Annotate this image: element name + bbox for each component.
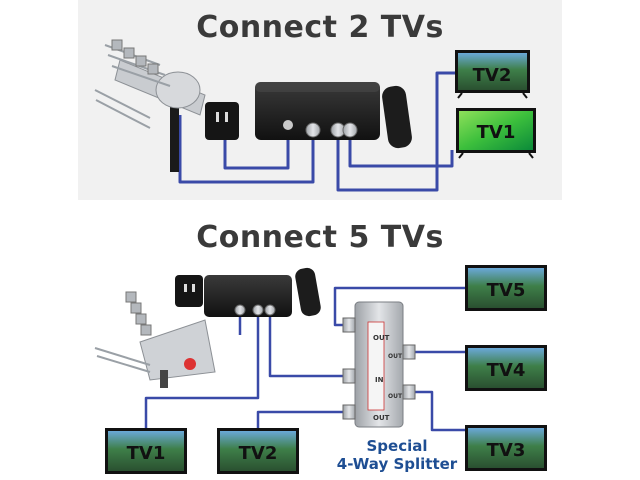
port-label-out: OUT	[373, 414, 390, 422]
outdoor-antenna	[94, 39, 206, 172]
splitter-caption: Special 4-Way Splitter	[332, 437, 462, 473]
tv2-top: TV2	[455, 50, 530, 99]
tv3: TV3	[465, 425, 547, 471]
port-label-in: IN	[375, 376, 384, 384]
power-adapter-bottom	[175, 275, 203, 307]
splitter-caption-line1: Special	[366, 437, 428, 455]
tv4: TV4	[465, 345, 547, 391]
cable-splitter-to-tv2	[256, 410, 345, 428]
port-label-out: OUT	[388, 353, 403, 360]
tv5: TV5	[465, 265, 547, 311]
tv-label: TV5	[487, 280, 526, 301]
cable-power-to-box	[223, 122, 290, 170]
tv-label: TV1	[127, 443, 166, 464]
tv-label: TV2	[473, 65, 512, 86]
cable-box-to-splitter	[268, 310, 345, 378]
power-adapter	[205, 102, 239, 140]
tv1-top: TV1	[456, 108, 536, 159]
port-label-out: OUT	[388, 393, 403, 400]
cable-box-to-tv2	[336, 71, 455, 192]
bottom-cables	[144, 286, 465, 432]
tv-label: TV4	[487, 360, 526, 381]
cable-splitter-to-tv5	[333, 286, 465, 327]
cable-box-to-tv1	[144, 310, 260, 428]
tv2-bottom: TV2	[217, 428, 299, 474]
tv-label: TV1	[477, 122, 516, 143]
tv-label: TV2	[239, 443, 278, 464]
splitter-caption-line2: 4-Way Splitter	[336, 455, 458, 473]
top-cables	[178, 71, 455, 192]
remote-control	[382, 85, 412, 149]
tv-label: TV3	[487, 440, 526, 461]
port-label-out: OUT	[373, 334, 390, 342]
tv1-bottom: TV1	[105, 428, 187, 474]
remote-control-bottom	[295, 267, 321, 317]
amplifier-box	[255, 82, 380, 140]
heading-connect-5-tvs: Connect 5 TVs	[196, 220, 444, 255]
four-way-splitter: OUT IN OUT OUT OUT	[342, 301, 416, 428]
heading-connect-2-tvs: Connect 2 TVs	[196, 10, 444, 45]
cable-antenna-to-box	[178, 115, 315, 184]
outdoor-antenna-bottom	[94, 291, 216, 388]
cable-splitter-to-tv3	[410, 390, 465, 432]
cable-box-to-tv1	[348, 132, 454, 168]
amplifier-box-bottom	[204, 275, 292, 317]
